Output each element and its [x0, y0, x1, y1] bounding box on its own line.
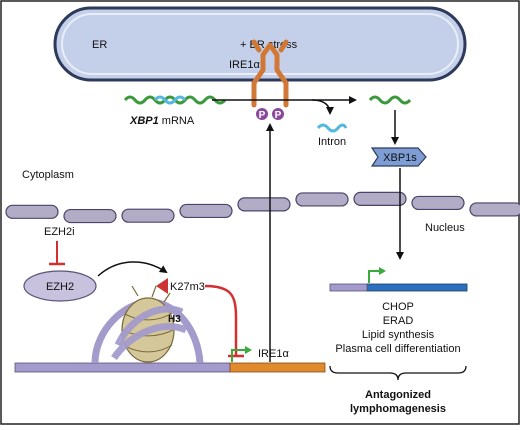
outcome-brace: [329, 365, 467, 381]
envelope-segment: [63, 208, 117, 224]
outcome-line1: Antagonized: [365, 389, 431, 401]
intron-fragment: [316, 123, 348, 133]
ire1a-receptor-label: IRE1α: [229, 59, 260, 71]
envelope-segment: [411, 195, 465, 211]
ire1a-gene-segment: [229, 362, 326, 373]
ire1a-gene-label: IRE1α: [258, 348, 289, 360]
er-membrane: [53, 6, 467, 82]
cytoplasm-label: Cytoplasm: [22, 169, 74, 181]
phospho-label-right: P: [275, 110, 282, 121]
k27m3-repression-line: [204, 284, 238, 356]
outcome-line2: lymphomagenesis: [350, 403, 446, 415]
target-item: Lipid synthesis: [362, 329, 435, 341]
ezh2i-label: EZH2i: [44, 226, 75, 238]
envelope-segment: [353, 191, 407, 206]
target-gene-upstream-dna: [329, 283, 368, 292]
envelope-segment: [121, 208, 175, 223]
xbp1-gene-name: XBP1: [129, 115, 159, 127]
target-item: Plasma cell differentiation: [335, 343, 460, 355]
nucleus-label: Nucleus: [425, 222, 465, 234]
ire1a-receptor: [251, 39, 289, 108]
phospho-label-left: P: [259, 110, 266, 121]
target-item: CHOP: [382, 301, 414, 313]
ezh2-label: EZH2: [46, 281, 74, 293]
xbp1s-label: XBP1s: [383, 152, 417, 164]
er-label: ER: [92, 39, 107, 51]
xbp1s-protein: [370, 147, 427, 167]
nuclear-envelope: [5, 191, 520, 224]
xbp1-mrna-spliced: [368, 95, 412, 105]
ire1a-promoter-arrow: [231, 346, 252, 362]
envelope-segment: [469, 202, 520, 217]
ezh2-methylation-arrow: [97, 261, 168, 277]
ezh2-oval: [23, 270, 97, 302]
intron-label: Intron: [318, 136, 346, 148]
xbp1-mrna-label: XBP1 mRNA: [129, 115, 195, 127]
target-promoter-arrow: [368, 267, 386, 283]
envelope-segment: [237, 197, 291, 212]
xbp1-mrna-intron-segment: [153, 95, 187, 105]
envelope-segment: [179, 203, 233, 219]
xbp1-mrna-suffix: mRNA: [159, 115, 195, 127]
phospho-circle-right: [272, 108, 284, 120]
target-gene-segment: [366, 283, 468, 292]
h3-label: H3: [168, 314, 181, 325]
k27m3-marker: [156, 278, 168, 294]
phospho-circle-left: [256, 108, 268, 120]
envelope-segment: [5, 204, 59, 219]
envelope-segment: [295, 192, 349, 207]
chromatin-dna: [14, 362, 231, 373]
target-item: ERAD: [383, 315, 414, 327]
nucleosome: [91, 285, 204, 364]
k27m3-label: K27m3: [170, 281, 205, 293]
intron-release-arrow: [311, 99, 334, 115]
